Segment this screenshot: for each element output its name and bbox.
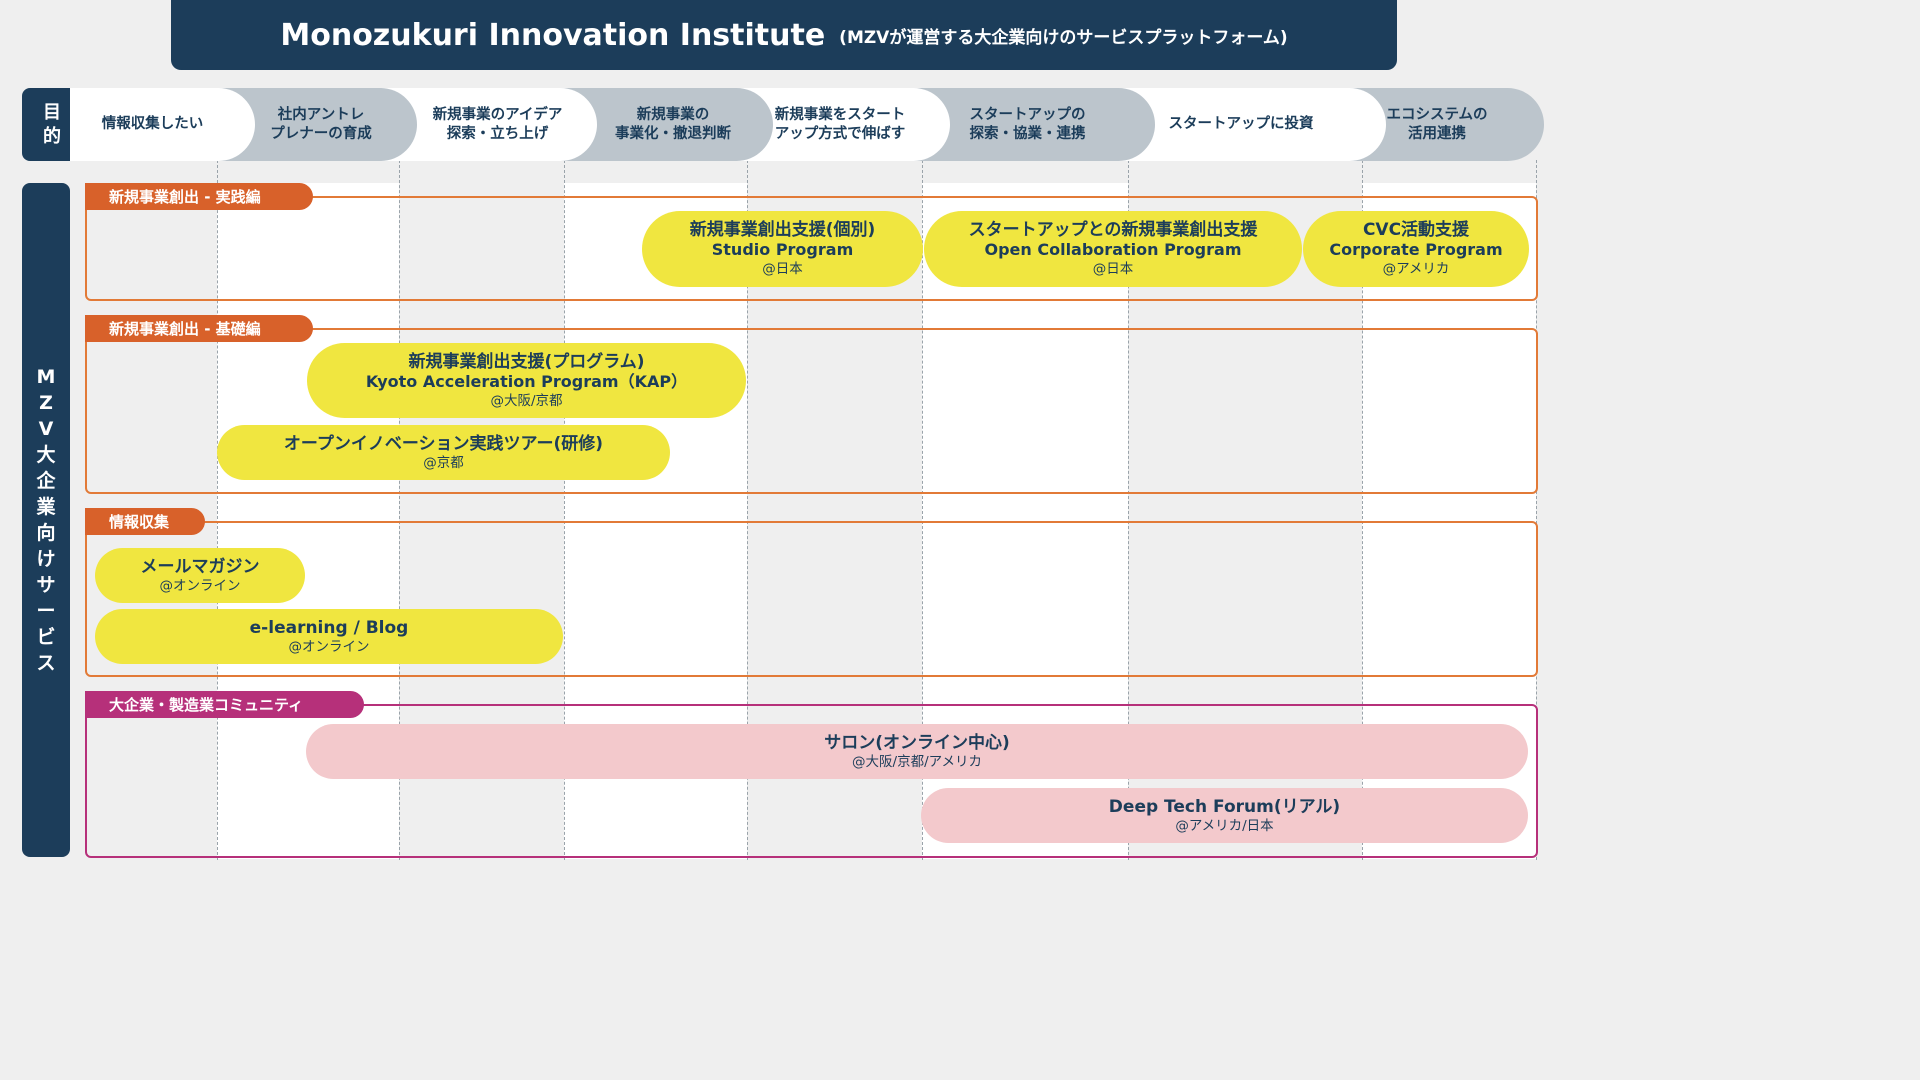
column-divider	[1362, 160, 1363, 860]
page-header: Monozukuri Innovation Institute (MZVが運営す…	[171, 0, 1397, 70]
page-title: Monozukuri Innovation Institute	[280, 17, 826, 53]
service-studio-program: 新規事業創出支援(個別) Studio Program @日本	[642, 211, 923, 287]
purpose-item-startup-search: スタートアップの探索・協業・連携	[900, 88, 1155, 161]
column-divider	[1536, 160, 1537, 860]
column-divider	[1128, 160, 1129, 860]
purpose-item-info: 情報収集したい	[70, 88, 255, 161]
service-kyoto-acceleration-program: 新規事業創出支援(プログラム) Kyoto Acceleration Progr…	[307, 343, 746, 418]
section-info-title: 情報収集	[85, 508, 205, 535]
section-info	[85, 521, 1538, 677]
column-divider	[564, 160, 565, 860]
service-open-collaboration-program: スタートアップとの新規事業創出支援 Open Collaboration Pro…	[924, 211, 1302, 287]
service-open-innovation-tour: オープンイノベーション実践ツアー(研修) @京都	[217, 425, 670, 480]
section-community-title: 大企業・製造業コミュニティ	[85, 691, 364, 718]
section-practice-title: 新規事業創出 - 実践編	[85, 183, 313, 210]
service-mail-magazine: メールマガジン @オンライン	[95, 548, 305, 603]
service-elearning-blog: e-learning / Blog @オンライン	[95, 609, 563, 664]
column-divider	[922, 160, 923, 860]
column-divider	[399, 160, 400, 860]
section-basic-title: 新規事業創出 - 基礎編	[85, 315, 313, 342]
section-community	[85, 704, 1538, 858]
section-basic	[85, 328, 1538, 494]
column-divider	[747, 160, 748, 860]
page-subtitle: (MZVが運営する大企業向けのサービスプラットフォーム)	[839, 27, 1288, 48]
service-corporate-program: CVC活動支援 Corporate Program @アメリカ	[1303, 211, 1529, 287]
service-deep-tech-forum: Deep Tech Forum(リアル) @アメリカ/日本	[921, 788, 1528, 843]
column-divider	[217, 160, 218, 860]
section-practice	[85, 196, 1538, 301]
service-salon: サロン(オンライン中心) @大阪/京都/アメリカ	[306, 724, 1528, 779]
